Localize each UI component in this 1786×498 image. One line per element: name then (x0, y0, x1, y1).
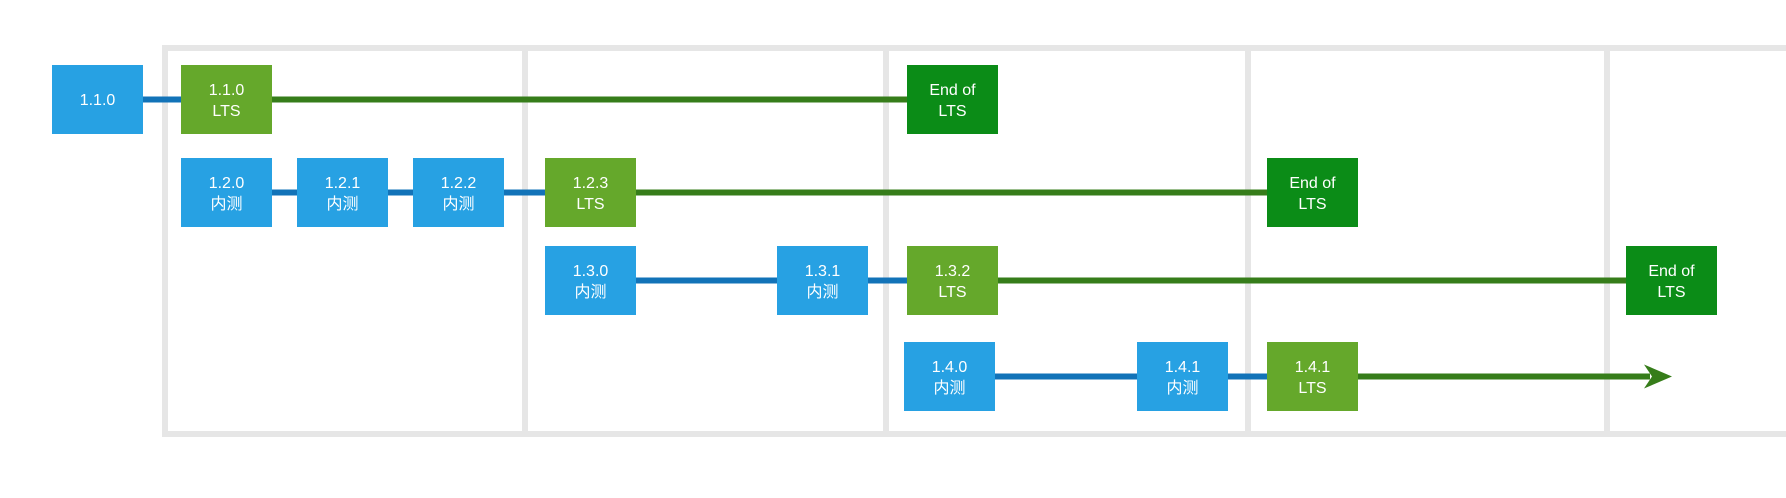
node-label-line2: 内测 (210, 195, 242, 213)
node-box (297, 158, 388, 227)
version-node-n140: 1.4.0 内测 (904, 342, 995, 411)
node-label-line1: 1.3.0 (573, 263, 609, 280)
version-node-n120: 1.2.0 内测 (181, 158, 272, 227)
node-label-line2: LTS (212, 103, 240, 120)
version-node-n130: 1.3.0 内测 (545, 246, 636, 315)
node-box (1626, 246, 1717, 315)
version-node-n122: 1.2.2 内测 (413, 158, 504, 227)
version-node-n110: 1.1.0 (52, 65, 143, 134)
node-label-line1: 1.3.2 (935, 263, 971, 280)
node-label-line1: 1.4.1 (1295, 359, 1331, 376)
node-label-line2: LTS (1298, 196, 1326, 213)
node-label-line2: LTS (1298, 380, 1326, 397)
node-box (1137, 342, 1228, 411)
node-label-line1: 1.1.0 (80, 92, 116, 109)
node-label-line1: 1.4.1 (1165, 359, 1201, 376)
node-box (413, 158, 504, 227)
node-label-line1: End of (1289, 175, 1336, 192)
node-box (181, 158, 272, 227)
version-node-n131: 1.3.1 内测 (777, 246, 868, 315)
node-label-line1: 1.2.0 (209, 175, 245, 192)
version-node-n141: 1.4.1 内测 (1137, 342, 1228, 411)
node-box (907, 65, 998, 134)
connector-lines (143, 96, 1672, 389)
node-label-line2: 内测 (326, 195, 358, 213)
version-node-eol3: End of LTS (1626, 246, 1717, 315)
node-label-line1: 1.2.1 (325, 175, 361, 192)
node-label-line2: LTS (576, 196, 604, 213)
node-label-line1: 1.1.0 (209, 82, 245, 99)
node-box (545, 246, 636, 315)
node-label-line2: LTS (938, 103, 966, 120)
version-node-n121: 1.2.1 内测 (297, 158, 388, 227)
node-label-line2: 内测 (806, 283, 838, 301)
node-box (52, 65, 143, 134)
version-node-eol1: End of LTS (907, 65, 998, 134)
node-label-line2: 内测 (442, 195, 474, 213)
node-box (777, 246, 868, 315)
node-box (1267, 342, 1358, 411)
node-label-line1: 1.2.3 (573, 175, 609, 192)
version-node-eol2: End of LTS (1267, 158, 1358, 227)
node-label-line1: 1.4.0 (932, 359, 968, 376)
node-label-line2: 内测 (1166, 379, 1198, 397)
node-label-line1: 1.3.1 (805, 263, 841, 280)
node-box (1267, 158, 1358, 227)
node-label-line2: LTS (938, 284, 966, 301)
node-label-line2: 内测 (933, 379, 965, 397)
arrow-head-icon (1644, 364, 1672, 389)
node-box (545, 158, 636, 227)
node-label-line1: End of (929, 82, 976, 99)
node-box (904, 342, 995, 411)
node-box (907, 246, 998, 315)
timeline-grid (162, 45, 1786, 437)
node-label-line1: 1.2.2 (441, 175, 477, 192)
node-box (181, 65, 272, 134)
node-label-line2: LTS (1657, 284, 1685, 301)
node-label-line1: End of (1648, 263, 1695, 280)
node-label-line2: 内测 (574, 283, 606, 301)
